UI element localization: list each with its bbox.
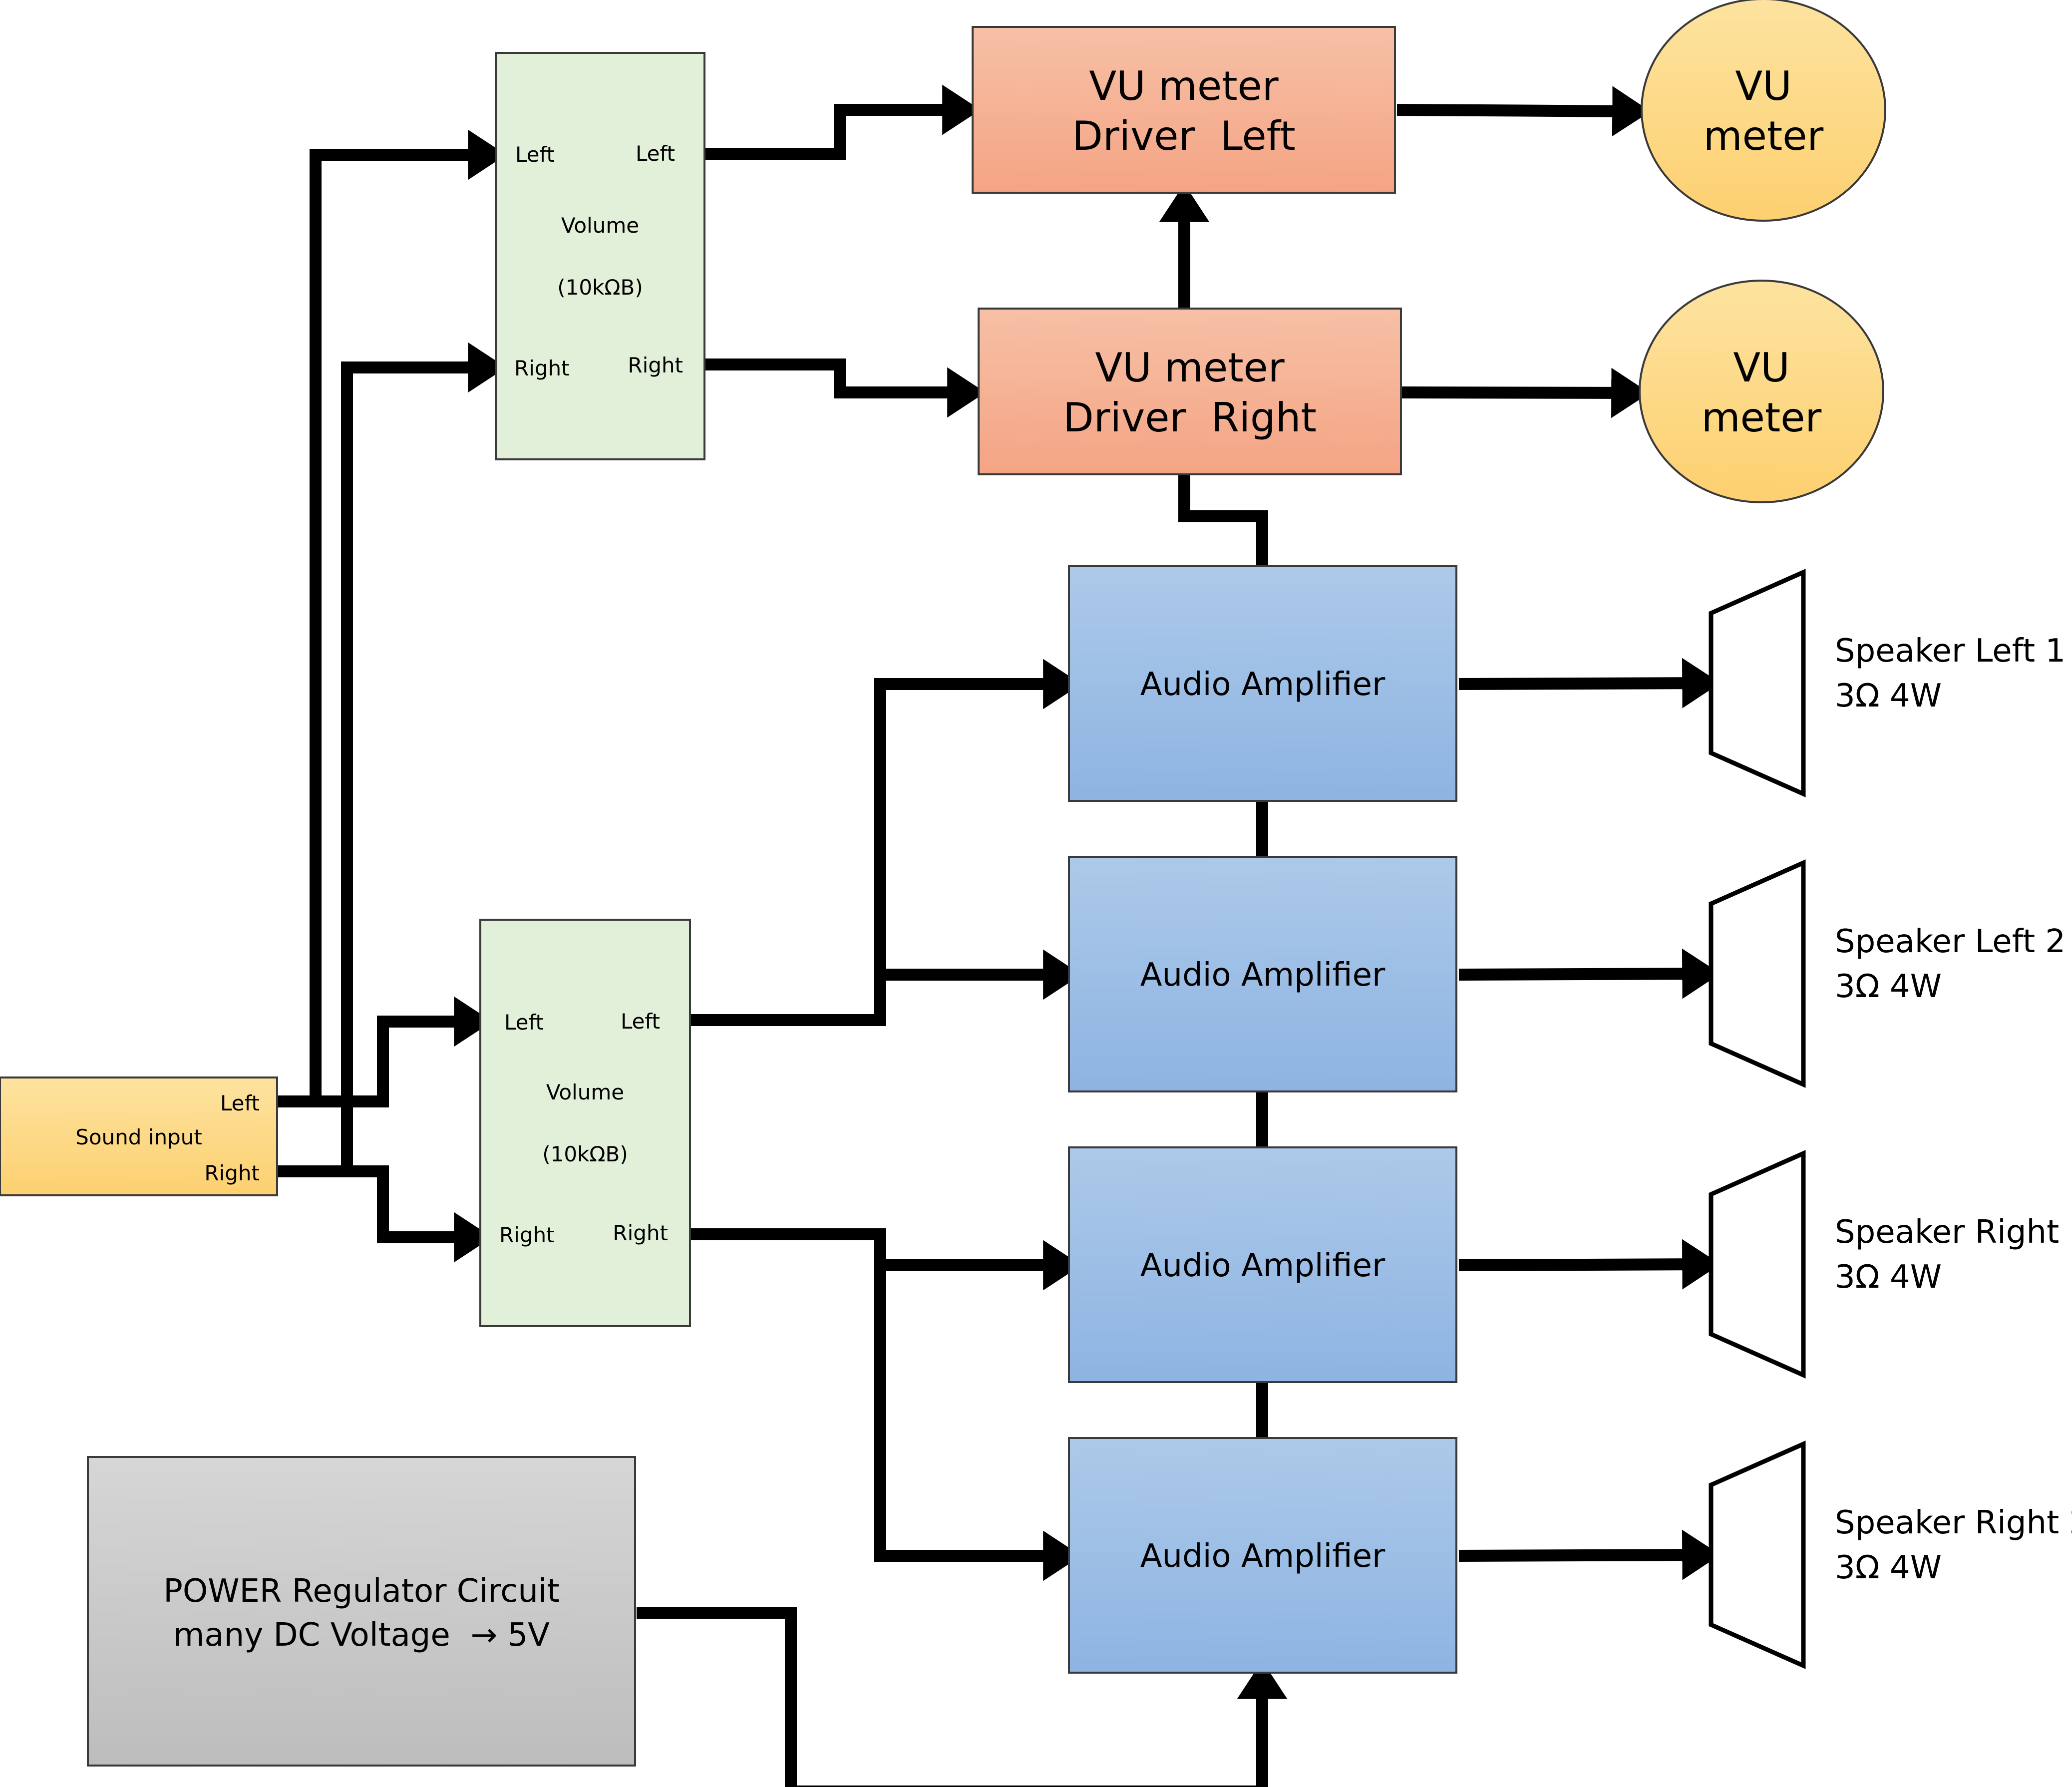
volume-top-out-left: Left <box>636 141 675 166</box>
vu-driver-left-line2: Driver Left <box>1072 113 1296 159</box>
wire-input-left-to-top-volume <box>277 129 506 1107</box>
wire-vu-driver-right-to-meter <box>1401 367 1650 418</box>
vu-meter-bottom: VU meter <box>1639 280 1884 503</box>
sound-input-label: Sound input <box>75 1125 202 1149</box>
amplifier-1-box <box>1068 565 1457 802</box>
wire-input-right-to-top-volume <box>277 342 506 1177</box>
amplifier-4: Audio Amplifier <box>1068 1437 1457 1674</box>
speaker-right-2-icon <box>1709 1440 1806 1669</box>
wire-power-to-amplifier <box>637 1607 1288 1787</box>
vu-meter-top-line1: VU <box>1735 63 1791 109</box>
amplifier-3: Audio Amplifier <box>1068 1146 1457 1383</box>
volume-bottom-label: Volume <box>546 1080 624 1104</box>
wire-vu-driver-left-to-meter <box>1396 86 1651 137</box>
speaker-right-1: Speaker Right 1 3Ω 4W <box>1709 1150 2072 1379</box>
volume-top-in-left: Left <box>515 142 555 167</box>
vu-driver-right-line1: VU meter <box>1095 345 1284 391</box>
volume-top-in-right: Right <box>514 356 570 380</box>
power-regulator-line2: many DC Voltage → 5V <box>173 1617 550 1654</box>
volume-bottom-box <box>479 919 691 1327</box>
speaker-left-1-spec: 3Ω 4W <box>1835 678 1942 715</box>
vu-driver-left-block: VU meter Driver Left <box>972 26 1396 194</box>
amplifier-2-box <box>1068 856 1457 1092</box>
connectors <box>277 84 1721 1787</box>
amplifier-3-box <box>1068 1146 1457 1383</box>
sound-input-right-label: Right <box>204 1161 260 1185</box>
volume-bottom-in-left: Left <box>504 1010 544 1035</box>
volume-bottom-out-right: Right <box>613 1221 668 1245</box>
wire-amplifier-to-vu-driver-right <box>1178 474 1268 566</box>
amplifier-1-label: Audio Amplifier <box>1140 666 1385 703</box>
power-regulator-box <box>87 1456 636 1767</box>
volume-top-label: Volume <box>561 213 639 238</box>
sound-input-block: Left Sound input Right <box>0 1076 278 1196</box>
wire-bottom-volume-right-to-amp4 <box>874 1234 1081 1581</box>
wire-input-right-to-bottom-volume <box>347 1165 492 1263</box>
speaker-right-2-spec: 3Ω 4W <box>1835 1549 1942 1586</box>
amplifier-1: Audio Amplifier <box>1068 565 1457 802</box>
vu-driver-left-box <box>972 26 1396 194</box>
vu-driver-left-line1: VU meter <box>1089 63 1278 109</box>
vu-driver-right-block: VU meter Driver Right <box>978 308 1402 475</box>
vu-driver-right-line2: Driver Right <box>1063 394 1317 441</box>
sound-input-box <box>0 1076 278 1196</box>
volume-top-out-right: Right <box>628 353 683 377</box>
wire-amp1-to-speaker <box>1458 658 1721 709</box>
speaker-right-1-icon <box>1709 1150 1806 1379</box>
power-regulator-block: POWER Regulator Circuit many DC Voltage … <box>87 1456 636 1767</box>
speaker-right-2: Speaker Right 2 3Ω 4W <box>1709 1440 2072 1669</box>
vu-meter-bottom-line1: VU <box>1733 345 1789 391</box>
volume-top-box <box>495 52 705 460</box>
wire-top-volume-right-to-vu-driver-right <box>701 358 986 418</box>
vu-driver-right-box <box>978 308 1402 475</box>
volume-bottom-in-right: Right <box>499 1223 555 1247</box>
sound-input-left-label: Left <box>220 1091 260 1115</box>
wire-bottom-volume-left-to-amp1 <box>691 659 1081 1026</box>
volume-top-block: Left Left Volume (10kΩB) Right Right <box>495 52 705 460</box>
vu-meter-top-dial <box>1641 0 1886 222</box>
speaker-left-2: Speaker Left 2 3Ω 4W <box>1709 859 2066 1088</box>
speaker-right-1-name: Speaker Right 1 <box>1835 1214 2072 1251</box>
wire-top-volume-left-to-vu-driver-left <box>705 84 981 160</box>
speaker-left-2-icon <box>1709 859 1806 1088</box>
power-regulator-line1: POWER Regulator Circuit <box>163 1573 560 1610</box>
volume-bottom-block: Left Left Volume (10kΩB) Right Right <box>479 919 691 1327</box>
amplifier-3-label: Audio Amplifier <box>1140 1247 1385 1284</box>
vu-meter-top-line2: meter <box>1704 113 1824 159</box>
volume-bottom-out-left: Left <box>621 1009 660 1034</box>
speaker-right-2-name: Speaker Right 2 <box>1835 1504 2072 1541</box>
wire-amp4-to-speaker <box>1458 1529 1721 1580</box>
wire-input-left-to-bottom-volume <box>316 996 492 1107</box>
amplifier-4-box <box>1068 1437 1457 1674</box>
speaker-left-1-icon <box>1709 569 1806 797</box>
volume-top-value: (10kΩB) <box>557 275 643 300</box>
speaker-left-1-name: Speaker Left 1 <box>1835 633 2066 670</box>
vu-meter-bottom-line2: meter <box>1702 394 1822 441</box>
vu-meter-bottom-dial <box>1639 280 1884 503</box>
volume-bottom-value: (10kΩB) <box>542 1142 628 1166</box>
amplifier-4-label: Audio Amplifier <box>1140 1538 1385 1575</box>
speaker-left-2-spec: 3Ω 4W <box>1835 968 1942 1005</box>
speaker-left-2-name: Speaker Left 2 <box>1835 923 2066 960</box>
amplifier-2-label: Audio Amplifier <box>1140 957 1385 994</box>
speaker-right-1-spec: 3Ω 4W <box>1835 1259 1942 1296</box>
wire-amp2-to-speaker <box>1458 948 1721 999</box>
wire-amp3-to-speaker <box>1458 1239 1721 1290</box>
vu-meter-top: VU meter <box>1641 0 1886 222</box>
amplifier-2: Audio Amplifier <box>1068 856 1457 1092</box>
speaker-left-1: Speaker Left 1 3Ω 4W <box>1709 569 2066 797</box>
